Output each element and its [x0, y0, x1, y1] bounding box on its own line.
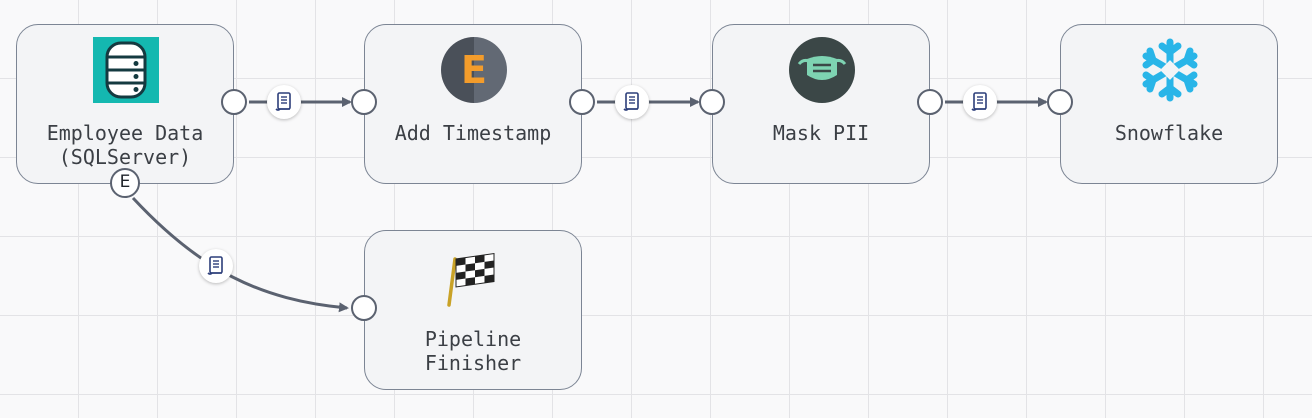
error-port[interactable]: E — [110, 168, 140, 198]
document-icon — [275, 92, 291, 111]
wire-badge-3[interactable] — [963, 85, 997, 119]
letter-e-glyph: E — [461, 48, 487, 92]
database-icon — [93, 37, 159, 103]
node-label: Mask PII — [772, 121, 870, 145]
wire-badge-2[interactable] — [615, 85, 649, 119]
document-icon — [207, 256, 223, 275]
letter-e-icon: E — [441, 37, 507, 103]
wire-badge-1[interactable] — [267, 85, 301, 119]
output-port-employee-data[interactable] — [221, 89, 247, 115]
node-label: Add Timestamp — [394, 121, 552, 145]
document-icon — [971, 92, 987, 111]
checkered-flag-icon — [441, 243, 507, 309]
input-port-pipeline-finisher[interactable] — [351, 295, 377, 321]
mask-icon — [789, 37, 855, 103]
input-port-mask-pii[interactable] — [699, 89, 725, 115]
node-snowflake[interactable]: Snowflake — [1060, 24, 1278, 184]
input-port-add-timestamp[interactable] — [351, 89, 377, 115]
output-port-mask-pii[interactable] — [917, 89, 943, 115]
node-label: Employee Data (SQLServer) — [46, 121, 204, 169]
input-port-snowflake[interactable] — [1047, 89, 1073, 115]
wire-error-to-finisher[interactable] — [131, 196, 349, 313]
node-employee-data[interactable]: Employee Data (SQLServer) — [16, 24, 234, 184]
document-icon — [623, 92, 639, 111]
wire-badge-4[interactable] — [199, 249, 233, 283]
snowflake-icon — [1137, 37, 1203, 103]
output-port-add-timestamp[interactable] — [569, 89, 595, 115]
node-pipeline-finisher[interactable]: Pipeline Finisher — [364, 230, 582, 390]
node-mask-pii[interactable]: Mask PII — [712, 24, 930, 184]
node-label: Pipeline Finisher — [424, 327, 522, 375]
node-label: Snowflake — [1114, 121, 1224, 145]
node-add-timestamp[interactable]: E Add Timestamp — [364, 24, 582, 184]
